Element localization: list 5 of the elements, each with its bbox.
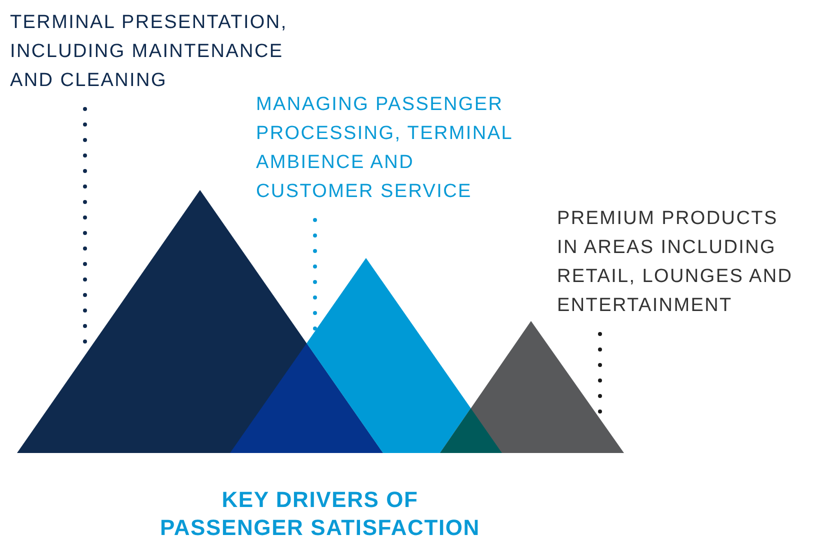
callout-text: PREMIUM PRODUCTS IN AREAS INCLUDING RETAIL, LOUNGES AND ENTERTAINMENT bbox=[557, 204, 797, 320]
mountain-triangle bbox=[440, 321, 624, 453]
mountain-triangle bbox=[306, 258, 471, 453]
leader-line bbox=[313, 218, 317, 332]
caption: KEY DRIVERS OF PASSENGER SATISFACTION bbox=[159, 486, 481, 539]
